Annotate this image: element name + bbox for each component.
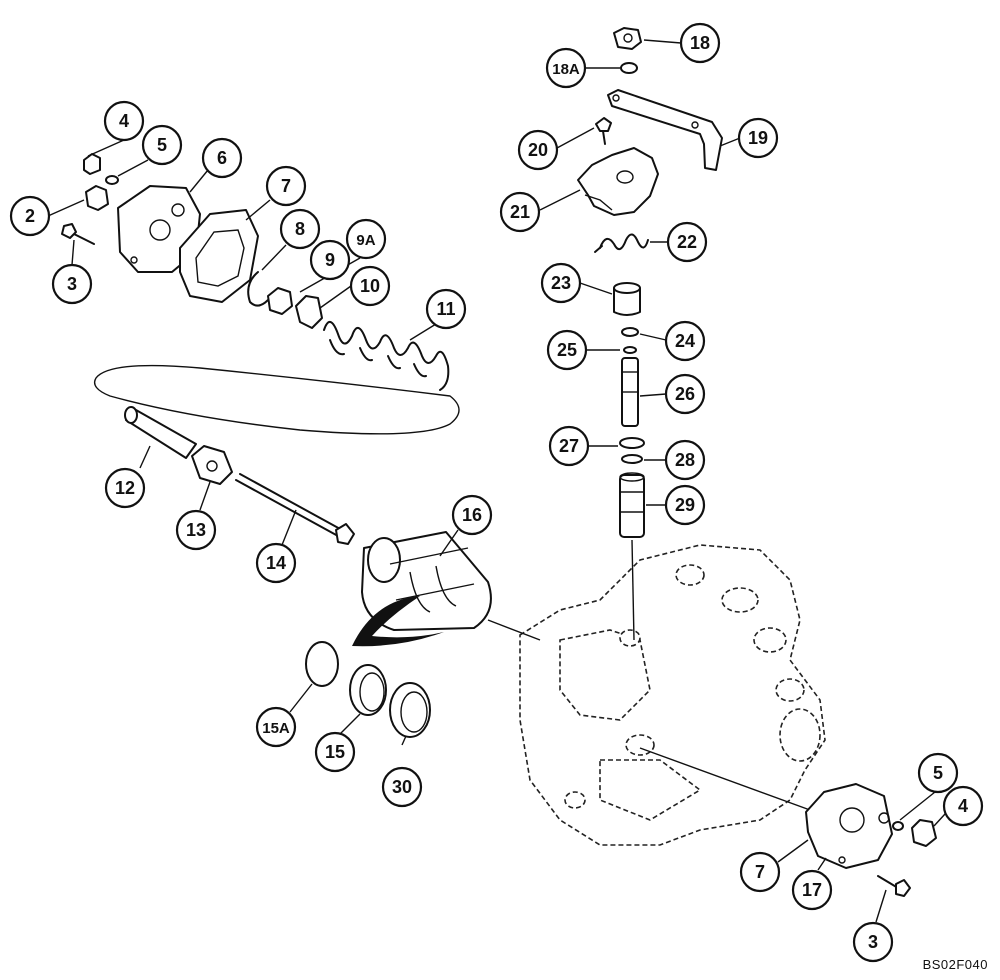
- right-cover-assembly: [639, 747, 937, 897]
- svg-text:7: 7: [281, 176, 291, 196]
- callout-25: 25: [546, 329, 588, 371]
- callout-5-bottom: 5: [917, 752, 959, 794]
- svg-text:25: 25: [557, 340, 577, 360]
- svg-text:4: 4: [958, 796, 968, 816]
- svg-text:4: 4: [119, 111, 129, 131]
- svg-text:27: 27: [559, 436, 579, 456]
- callout-15a: 15A: [255, 706, 297, 748]
- callout-20: 20: [517, 129, 559, 171]
- svg-text:15: 15: [325, 742, 345, 762]
- svg-text:19: 19: [748, 128, 768, 148]
- svg-text:20: 20: [528, 140, 548, 160]
- callout-23: 23: [540, 262, 582, 304]
- callout-12: 12: [104, 467, 146, 509]
- svg-text:5: 5: [933, 763, 943, 783]
- svg-text:3: 3: [868, 932, 878, 952]
- svg-text:17: 17: [802, 880, 822, 900]
- callout-5-top: 5: [141, 124, 183, 166]
- callout-29: 29: [664, 484, 706, 526]
- callout-16: 16: [451, 494, 493, 536]
- svg-text:15A: 15A: [262, 720, 290, 737]
- svg-text:5: 5: [157, 135, 167, 155]
- callout-14: 14: [255, 542, 297, 584]
- middle-parts: [124, 406, 541, 738]
- svg-text:7: 7: [755, 862, 765, 882]
- callout-18: 18: [679, 22, 721, 64]
- callout-10: 10: [349, 265, 391, 307]
- svg-text:9A: 9A: [356, 232, 375, 249]
- svg-text:21: 21: [510, 202, 530, 222]
- callout-28: 28: [664, 439, 706, 481]
- svg-text:3: 3: [67, 274, 77, 294]
- callout-9: 9: [309, 239, 351, 281]
- pump-housing: [519, 544, 826, 846]
- callout-18a: 18A: [545, 47, 587, 89]
- svg-text:11: 11: [436, 299, 455, 319]
- callout-4-bottom: 4: [942, 785, 984, 827]
- svg-text:29: 29: [675, 495, 695, 515]
- callout-2: 2: [9, 195, 51, 237]
- callout-6: 6: [201, 137, 243, 179]
- svg-text:24: 24: [675, 331, 695, 351]
- callout-8: 8: [279, 208, 321, 250]
- callout-7-top: 7: [265, 165, 307, 207]
- callout-26: 26: [664, 373, 706, 415]
- svg-text:14: 14: [266, 553, 286, 573]
- callout-4-top: 4: [103, 100, 145, 142]
- svg-text:28: 28: [675, 450, 695, 470]
- assembly-loop-line: [93, 364, 460, 435]
- svg-text:16: 16: [462, 505, 482, 525]
- callout-7-bottom: 7: [739, 851, 781, 893]
- leader-lines: [47, 39, 946, 923]
- svg-text:13: 13: [186, 520, 206, 540]
- callout-19: 19: [737, 117, 779, 159]
- svg-text:18A: 18A: [552, 61, 580, 78]
- svg-text:30: 30: [392, 777, 412, 797]
- svg-text:9: 9: [325, 250, 335, 270]
- callout-22: 22: [666, 221, 708, 263]
- callout-21: 21: [499, 191, 541, 233]
- callout-15: 15: [314, 731, 356, 773]
- svg-text:23: 23: [551, 273, 571, 293]
- svg-text:12: 12: [115, 478, 135, 498]
- control-parts: [577, 27, 723, 641]
- svg-text:10: 10: [360, 276, 380, 296]
- callout-30: 30: [381, 766, 423, 808]
- svg-text:22: 22: [677, 232, 697, 252]
- callout-13: 13: [175, 509, 217, 551]
- left-cover-assembly: [61, 153, 450, 391]
- drawing-reference-code: BS02F040: [922, 957, 988, 972]
- callout-27: 27: [548, 425, 590, 467]
- callout-3-bottom: 3: [852, 921, 894, 963]
- svg-text:2: 2: [25, 206, 35, 226]
- callout-24: 24: [664, 320, 706, 362]
- callout-9a: 9A: [345, 218, 387, 260]
- svg-text:26: 26: [675, 384, 695, 404]
- svg-text:8: 8: [295, 219, 305, 239]
- callout-17: 17: [791, 869, 833, 911]
- callout-11: 11: [425, 288, 467, 330]
- svg-text:18: 18: [690, 33, 710, 53]
- callout-3-top: 3: [51, 263, 93, 305]
- svg-text:6: 6: [217, 148, 227, 168]
